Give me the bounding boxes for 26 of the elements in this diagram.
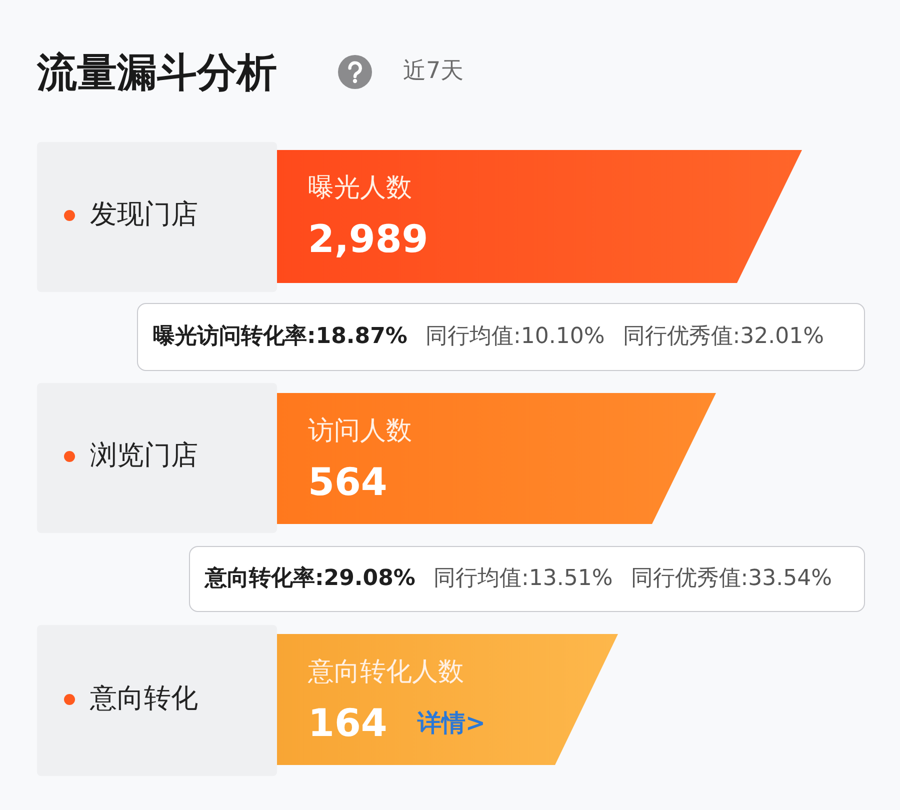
funnel-bar bbox=[277, 393, 716, 524]
metric-label: 意向转化人数 bbox=[308, 656, 464, 689]
peer-best-text: 同行优秀值:32.01% bbox=[622, 323, 824, 351]
stage-panel bbox=[37, 383, 277, 533]
page-title: 流量漏斗分析 bbox=[37, 49, 277, 98]
stage-panel bbox=[37, 142, 277, 292]
metric-value: 564 bbox=[308, 459, 388, 505]
stage-panel bbox=[37, 625, 277, 776]
stage-name: 意向转化 bbox=[90, 682, 198, 716]
metric-label: 曝光人数 bbox=[308, 172, 412, 205]
peer-average-text: 同行均值:13.51% bbox=[433, 565, 613, 593]
stage-name: 浏览门店 bbox=[90, 439, 198, 473]
stage-name: 发现门店 bbox=[90, 198, 198, 232]
conversion-rate-text: 曝光访问转化率:18.87% bbox=[153, 322, 408, 351]
funnel-bar bbox=[277, 150, 802, 283]
metric-value: 164 bbox=[308, 700, 388, 746]
metric-label: 访问人数 bbox=[308, 415, 412, 448]
date-range-text: 近7天 bbox=[403, 57, 464, 86]
peer-best-text: 同行优秀值:33.54% bbox=[630, 565, 832, 593]
conversion-rate-text: 意向转化率:29.08% bbox=[205, 564, 416, 593]
detail-link: 详情> bbox=[417, 708, 486, 739]
funnel-bar bbox=[277, 634, 618, 765]
metric-value: 2,989 bbox=[308, 216, 428, 262]
peer-average-text: 同行均值:10.10% bbox=[425, 323, 605, 351]
conversion-rate-box bbox=[137, 303, 865, 371]
conversion-rate-box bbox=[189, 546, 865, 612]
